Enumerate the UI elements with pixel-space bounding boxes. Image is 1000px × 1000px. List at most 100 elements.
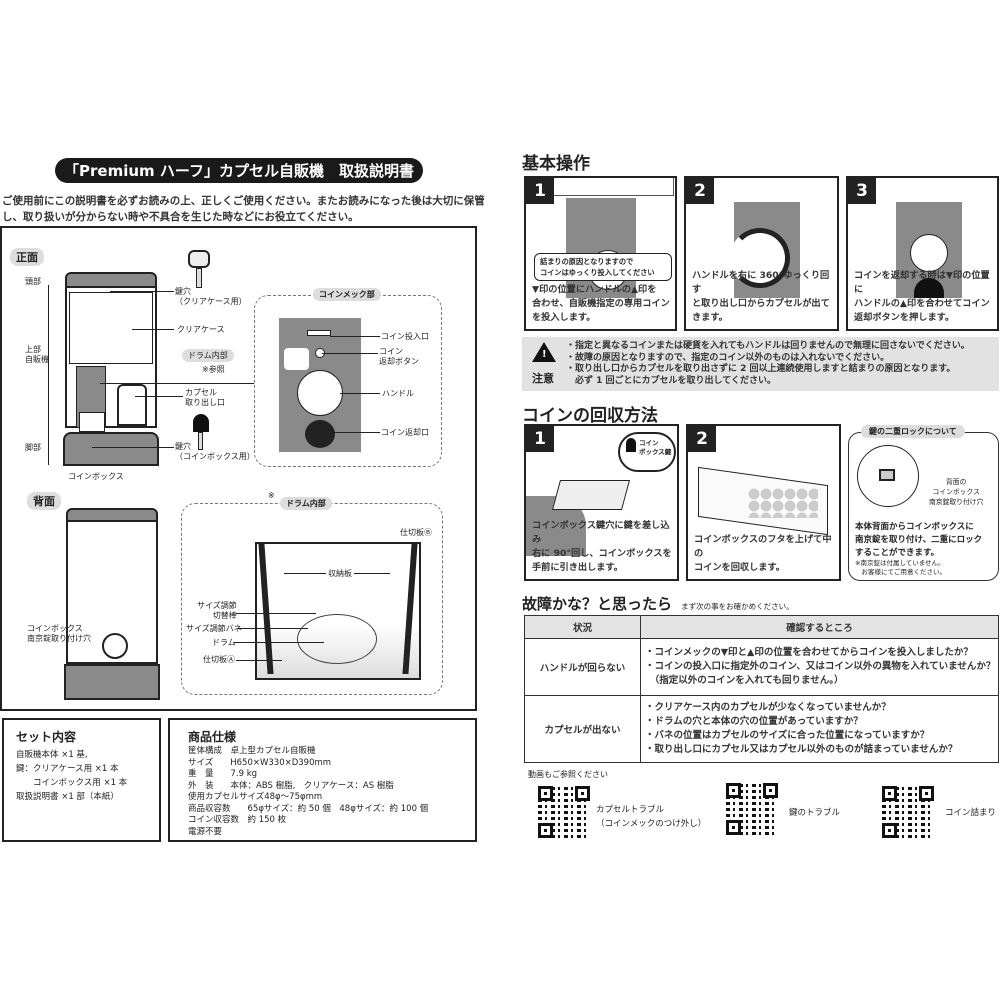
back-machine-illustration [64, 508, 160, 700]
intro-text: ご使用前にこの説明書を必ずお読みの上、正しくご使用ください。またお読みになった後… [2, 195, 485, 223]
double-lock-heading: 鍵の二重ロックについて [861, 425, 965, 438]
specs-heading: 商品仕様 [188, 730, 237, 744]
row-check: ・バネの位置はカプセルのサイズに合った位置になっていますか？ [645, 730, 930, 741]
step-caption: コインボックス鍵穴に鍵を差し込み 右に 90°回し、コインボックスを 手前に引き… [532, 520, 672, 573]
step-number: 1 [526, 178, 554, 204]
caution-item: ・故障の原因となりますので、指定のコイン以外のものは入れないでください。 [566, 352, 890, 363]
drum-illustration [255, 542, 421, 680]
label-upper: 上部 自販機 [25, 345, 49, 364]
basic-step-2: 2 ハンドルを右に 360°ゆっくり回す と取り出し口からカプセルが出て きます… [684, 176, 839, 331]
label-storage-plate: 収納板 [326, 569, 354, 579]
coin-collect-step-2: 2 コインボックスのフタを上げて中の コインを回収します。 [686, 424, 841, 581]
caution-box: ! 注意 ・指定と異なるコインまたは硬貨を入れてもハンドルは回りませんので無理に… [522, 337, 999, 391]
qr-code-capsule-trouble[interactable] [538, 786, 590, 838]
double-lock-panel: 鍵の二重ロックについて 背面の コインボックス 南京錠取り付け穴 本体背面からコ… [848, 425, 999, 581]
label-keyhole-case: 鍵穴 （クリアケース用） [175, 287, 247, 306]
qr-code-key-trouble[interactable] [726, 783, 778, 835]
set-line: コインボックス用 ×1 本 [16, 778, 128, 788]
drum-note: ※ [268, 491, 275, 500]
caution-item: 必ず 1 回ごとにカプセルを取り出してください。 [566, 375, 776, 386]
table-row: カプセルが出ない ・クリアケース内のカプセルが少なくなっていませんか？ ・ドラムの… [524, 695, 999, 763]
front-label: 正面 [10, 248, 44, 266]
label-divider-a: 仕切板Ⓐ [203, 655, 235, 664]
trouble-table: 状況確認するところ ハンドルが回らない ・コインメックの▼印と▲印の位置を合わせ… [524, 615, 999, 763]
key-clear-case-icon [188, 250, 212, 290]
set-contents-box: セット内容 自販機本体 ×1 基, 鍵：クリアケース用 ×1 本 コインボックス… [2, 718, 161, 842]
label-foot: 脚部 [25, 443, 41, 452]
row-check: ・クリアケース内のカプセルが少なくなっていませんか？ [645, 702, 891, 713]
label-size-switch-rod: サイズ調節 切替棒 [197, 601, 237, 620]
set-line: 取扱説明書 ×1 部（本紙） [16, 792, 119, 802]
step-caption: コインを返却する時は▼印の位置に ハンドルの▲印を合わせてコイン 返却ボタンを押… [854, 270, 990, 323]
spec-line: 電源不要 [188, 826, 223, 837]
spec-line: サイズ H650×W330×D390mm [188, 757, 332, 768]
trouble-subheading: まず次の事をお確かめください。 [681, 602, 794, 611]
spec-line: 筐体構成 卓上型カプセル自販機 [188, 746, 316, 756]
label-coin-slot: コイン投入口 [381, 332, 429, 341]
spec-line: 重 量 7.9 kg [188, 769, 258, 779]
table-row: ハンドルが回らない ・コインメックの▼印と▲印の位置を合わせてからコインを投入し… [524, 638, 999, 696]
warning-icon [532, 342, 556, 362]
label-capsule-outlet: カプセル 取り出し口 [185, 388, 225, 407]
lock-note: ※南京錠は付属していません。 お客様にてご用意ください。 [855, 559, 946, 576]
specs-box: 商品仕様 筐体構成 卓上型カプセル自販機 サイズ H650×W330×D390m… [168, 718, 477, 842]
drum-label: ドラム内部 [280, 497, 332, 510]
label-coin-return-outlet: コイン返却口 [381, 428, 429, 437]
row-check: （指定以外のコインを入れても回りません。） [645, 675, 844, 686]
row-check: ・ドラムの穴と本体の穴の位置があっていますか？ [645, 716, 863, 727]
label-drum: ドラム [212, 638, 236, 647]
label-back-lock-hole: コインボックス 南京錠取り付け穴 [27, 624, 91, 643]
row-situation: カプセルが出ない [524, 695, 641, 763]
spec-line: 外 装 本体：ABS 樹脂, クリアケース：AS 樹脂 [188, 780, 394, 791]
spec-line: 使用カプセルサイズ48φ～75φmm [188, 792, 323, 802]
label-coin-return-button: コイン 返却ボタン [379, 347, 419, 366]
lock-hole-label: 背面の コインボックス 南京錠取り付け穴 [929, 478, 984, 506]
trouble-heading: 故障かな？と思ったら [522, 595, 673, 613]
coin-collect-step-1: コイン ボックス鍵 1 コインボックス鍵穴に鍵を差し込み 右に 90°回し、コイ… [524, 424, 679, 581]
qr-code-coin-jam[interactable] [882, 786, 934, 838]
step-number: 2 [688, 426, 716, 452]
videos-heading: 動画もご参照ください [528, 770, 608, 779]
row-check: ・コインの投入口に指定外のコイン、又はコイン以外の異物を入れていませんか？ [645, 661, 996, 672]
label-drum-inside: ドラム内部 [182, 349, 234, 362]
coin-box-key-label: コイン ボックス鍵 [639, 439, 672, 456]
basic-heading: 基本操作 [522, 154, 590, 174]
label-see-note: ※参照 [202, 365, 225, 374]
video-label: カプセルトラブル （コインメックのつけ外し） [596, 805, 707, 829]
step-number: 3 [848, 178, 876, 204]
caution-label: 注意 [532, 372, 554, 385]
set-line: 鍵：クリアケース用 ×1 本 [16, 764, 119, 774]
label-clear-case: クリアケース [177, 325, 225, 334]
caution-item: ・取り出し口からカプセルを取り出さずに 2 回以上連続使用しますと詰まりの原因と… [566, 364, 956, 374]
label-handle: ハンドル [382, 389, 414, 398]
video-label: コイン詰まり [945, 808, 997, 818]
spec-line: 商品収容数 65φサイズ：約 50 個 48φサイズ：約 100 個 [188, 803, 429, 814]
label-divider-b: 仕切板Ⓑ [400, 528, 432, 537]
basic-step-1: 1 詰まりの原因となりますので コインはゆっくり投入してください ▼印の位置にハ… [524, 176, 677, 331]
diagram-box [0, 226, 477, 711]
step-caption: コインボックスのフタを上げて中の コインを回収します。 [694, 534, 832, 573]
coin-mech-label: コインメック部 [313, 288, 381, 301]
basic-step-3: 3 コインを返却する時は▼印の位置に ハンドルの▲印を合わせてコイン 返却ボタン… [846, 176, 999, 331]
step-number: 1 [526, 426, 554, 452]
back-label: 背面 [27, 492, 61, 510]
key-coin-box-icon [193, 414, 209, 454]
row-check: ・取り出し口にカプセル又はカプセル以外のものが詰まっていませんか？ [645, 744, 958, 755]
video-label: 鍵のトラブル [789, 808, 841, 818]
page-title: 「Premium ハーフ」カプセル自販機 取扱説明書 [55, 158, 423, 183]
set-line: 自販機本体 ×1 基, [16, 750, 88, 760]
row-check: ・コインメックの▼印と▲印の位置を合わせてからコインを投入しましたか？ [645, 647, 973, 658]
spec-line: コイン収容数 約 150 枚 [188, 815, 287, 825]
step-number: 2 [686, 178, 714, 204]
col-situation: 状況 [524, 615, 641, 639]
col-check: 確認するところ [640, 615, 999, 639]
front-machine-illustration [63, 272, 159, 466]
label-head: 頭部 [25, 277, 41, 286]
label-size-spring: サイズ調節バネ [186, 624, 242, 633]
step-caption: ハンドルを右に 360°ゆっくり回す と取り出し口からカプセルが出て きます。 [692, 270, 830, 323]
label-keyhole-coinbox: 鍵穴 （コインボックス用） [175, 442, 255, 461]
row-situation: ハンドルが回らない [524, 638, 641, 696]
step-1-bubble: 詰まりの原因となりますので コインはゆっくり投入してください [534, 253, 672, 281]
lock-text: 本体背面からコインボックスに 南京錠を取り付け、二重にロック することができます… [855, 522, 983, 558]
caution-item: ・指定と異なるコインまたは硬貨を入れてもハンドルは回りませんので無理に回さないで… [566, 341, 970, 351]
